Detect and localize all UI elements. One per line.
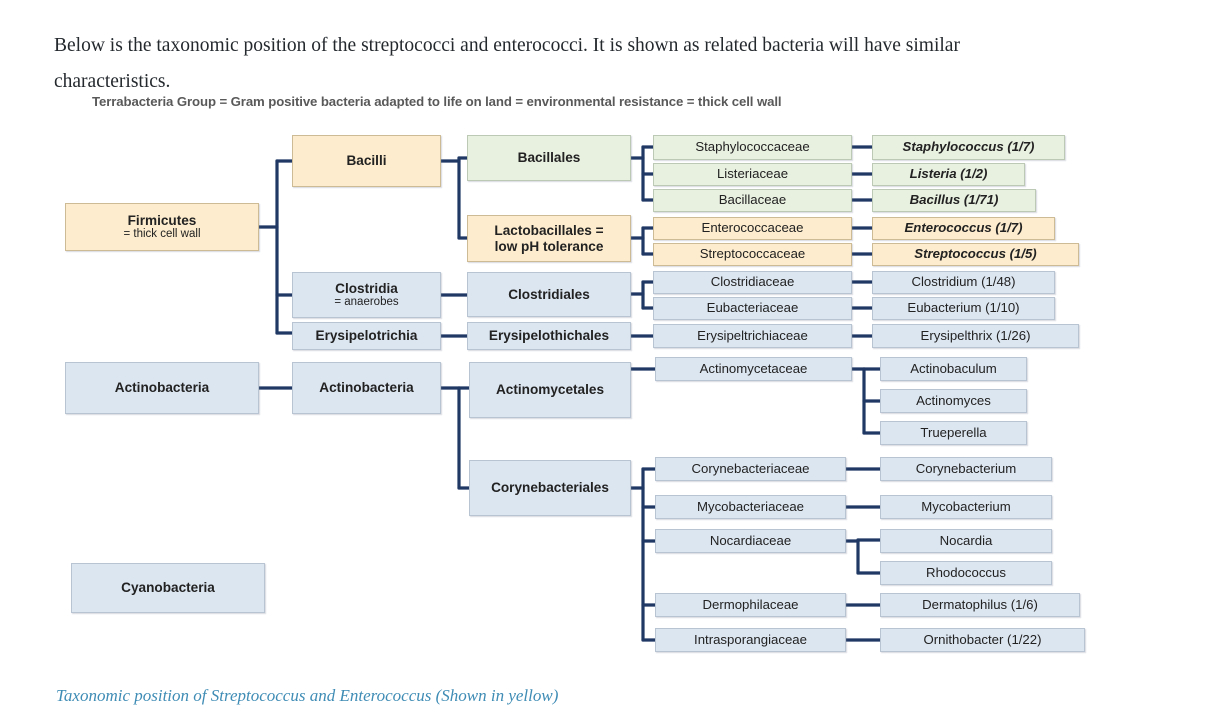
node-nocardiaceae[interactable]: Nocardiaceae — [655, 529, 846, 553]
node-clostridia-line2: = anaerobes — [334, 296, 399, 309]
node-dermophilaceae[interactable]: Dermophilaceae — [655, 593, 846, 617]
node-dermatophilus[interactable]: Dermatophilus (1/6) — [880, 593, 1080, 617]
node-clostridium[interactable]: Clostridium (1/48) — [872, 271, 1055, 294]
node-clostridiaceae[interactable]: Clostridiaceae — [653, 271, 852, 294]
node-actinobacteria-phylum[interactable]: Actinobacteria — [65, 362, 259, 414]
node-actinomycetaceae[interactable]: Actinomycetaceae — [655, 357, 852, 381]
node-staphylococcaceae[interactable]: Staphylococcaceae — [653, 135, 852, 160]
node-corynebacterium[interactable]: Corynebacterium — [880, 457, 1052, 481]
node-streptococcus[interactable]: Streptococcus (1/5) — [872, 243, 1079, 266]
node-erysipelthrix-label: Erysipelthrix (1/26) — [920, 327, 1031, 343]
node-enterococcus-label: Enterococcus (1/7) — [904, 220, 1023, 236]
node-erysipelothichales[interactable]: Erysipelothichales — [467, 322, 631, 350]
node-erysipeltrichiaceae-label: Erysipeltrichiaceae — [697, 327, 808, 343]
node-actinobacteria-phylum-label: Actinobacteria — [114, 380, 210, 396]
node-staphylococcus[interactable]: Staphylococcus (1/7) — [872, 135, 1065, 160]
node-corynebacteriaceae-label: Corynebacteriaceae — [691, 460, 810, 476]
node-listeriaceae[interactable]: Listeriaceae — [653, 163, 852, 186]
node-lactobacillales[interactable]: Lactobacillales = low pH tolerance — [467, 215, 631, 262]
node-bacillus[interactable]: Bacillus (1/71) — [872, 189, 1036, 212]
node-actinobacteria-class[interactable]: Actinobacteria — [292, 362, 441, 414]
node-actinobacteria-class-label: Actinobacteria — [319, 380, 414, 396]
node-bacillaceae-label: Bacillaceae — [718, 192, 787, 208]
node-actinomyces-label: Actinomyces — [916, 392, 991, 408]
node-enterococcus[interactable]: Enterococcus (1/7) — [872, 217, 1055, 240]
node-bacillales-label: Bacillales — [517, 150, 581, 166]
node-corynebacteriaceae[interactable]: Corynebacteriaceae — [655, 457, 846, 481]
node-actinobaculum[interactable]: Actinobaculum — [880, 357, 1027, 381]
node-rhodococcus-label: Rhodococcus — [926, 564, 1006, 580]
node-streptococcaceae-label: Streptococcaceae — [699, 246, 806, 262]
node-eubacteriaceae-label: Eubacteriaceae — [706, 300, 799, 316]
node-corynebacteriales[interactable]: Corynebacteriales — [469, 460, 631, 516]
node-nocardia[interactable]: Nocardia — [880, 529, 1052, 553]
node-firmicutes[interactable]: Firmicutes = thick cell wall — [65, 203, 259, 251]
node-enterococcaceae[interactable]: Enterococcaceae — [653, 217, 852, 240]
node-bacilli[interactable]: Bacilli — [292, 135, 441, 187]
node-eubacterium[interactable]: Eubacterium (1/10) — [872, 297, 1055, 320]
node-listeria-label: Listeria (1/2) — [909, 166, 988, 182]
node-clostridium-label: Clostridium (1/48) — [911, 274, 1016, 290]
node-clostridia[interactable]: Clostridia = anaerobes — [292, 272, 441, 318]
terrabacteria-banner: Terrabacteria Group = Gram positive bact… — [92, 94, 782, 109]
node-mycobacterium[interactable]: Mycobacterium — [880, 495, 1052, 519]
node-cyanobacteria-label: Cyanobacteria — [121, 580, 215, 596]
node-clostridiales[interactable]: Clostridiales — [467, 272, 631, 317]
node-bacilli-label: Bacilli — [346, 153, 387, 169]
node-mycobacterium-label: Mycobacterium — [921, 498, 1011, 514]
node-staphylococcus-label: Staphylococcus (1/7) — [902, 139, 1035, 155]
node-staphylococcaceae-label: Staphylococcaceae — [695, 139, 810, 155]
node-mycobacteriaceae[interactable]: Mycobacteriaceae — [655, 495, 846, 519]
node-erysipeltrichiaceae[interactable]: Erysipeltrichiaceae — [653, 324, 852, 348]
node-streptococcus-label: Streptococcus (1/5) — [914, 246, 1037, 262]
node-listeriaceae-label: Listeriaceae — [716, 166, 789, 182]
node-intrasporangiaceae[interactable]: Intrasporangiaceae — [655, 628, 846, 652]
node-mycobacteriaceae-label: Mycobacteriaceae — [696, 498, 805, 514]
node-nocardia-label: Nocardia — [939, 532, 993, 548]
node-erysipelotrichia-label: Erysipelotrichia — [315, 328, 418, 344]
node-erysipelotrichia[interactable]: Erysipelotrichia — [292, 322, 441, 350]
node-firmicutes-line2: = thick cell wall — [123, 228, 201, 241]
node-actinobaculum-label: Actinobaculum — [910, 360, 997, 376]
node-cyanobacteria[interactable]: Cyanobacteria — [71, 563, 265, 613]
node-trueperella[interactable]: Trueperella — [880, 421, 1027, 445]
node-streptococcaceae[interactable]: Streptococcaceae — [653, 243, 852, 266]
node-bacillales[interactable]: Bacillales — [467, 135, 631, 181]
connector-lines — [257, 145, 882, 642]
node-eubacterium-label: Eubacterium (1/10) — [907, 300, 1020, 316]
node-trueperella-label: Trueperella — [920, 424, 987, 440]
taxonomy-diagram: Terrabacteria Group = Gram positive bact… — [65, 94, 1085, 652]
node-actinomycetales[interactable]: Actinomycetales — [469, 362, 631, 418]
node-bacillus-label: Bacillus (1/71) — [909, 192, 999, 208]
node-actinomycetales-label: Actinomycetales — [495, 382, 605, 398]
node-intrasporangiaceae-label: Intrasporangiaceae — [694, 631, 807, 647]
node-eubacteriaceae[interactable]: Eubacteriaceae — [653, 297, 852, 320]
node-rhodococcus[interactable]: Rhodococcus — [880, 561, 1052, 585]
node-actinomycetaceae-label: Actinomycetaceae — [699, 360, 808, 376]
node-dermophilaceae-label: Dermophilaceae — [702, 596, 799, 612]
node-firmicutes-line1: Firmicutes — [127, 212, 197, 228]
node-corynebacterium-label: Corynebacterium — [915, 460, 1017, 476]
node-ornithobacter[interactable]: Ornithobacter (1/22) — [880, 628, 1085, 652]
node-dermatophilus-label: Dermatophilus (1/6) — [922, 596, 1038, 612]
node-lactobacillales-line1: Lactobacillales = — [494, 223, 604, 239]
intro-paragraph: Below is the taxonomic position of the s… — [54, 34, 960, 92]
node-nocardiaceae-label: Nocardiaceae — [709, 532, 792, 548]
node-actinomyces[interactable]: Actinomyces — [880, 389, 1027, 413]
node-enterococcaceae-label: Enterococcaceae — [701, 220, 804, 236]
node-clostridiaceae-label: Clostridiaceae — [710, 274, 795, 290]
node-ornithobacter-label: Ornithobacter (1/22) — [923, 631, 1042, 647]
node-erysipelthrix[interactable]: Erysipelthrix (1/26) — [872, 324, 1079, 348]
node-clostridiales-label: Clostridiales — [508, 286, 590, 302]
node-listeria[interactable]: Listeria (1/2) — [872, 163, 1025, 186]
node-corynebacteriales-label: Corynebacteriales — [491, 480, 609, 496]
node-clostridia-line1: Clostridia — [335, 280, 398, 296]
node-erysipelothichales-label: Erysipelothichales — [488, 328, 610, 344]
figure-caption: Taxonomic position of Streptococcus and … — [56, 686, 559, 705]
node-bacillaceae[interactable]: Bacillaceae — [653, 189, 852, 212]
node-lactobacillales-line2: low pH tolerance — [494, 238, 604, 254]
